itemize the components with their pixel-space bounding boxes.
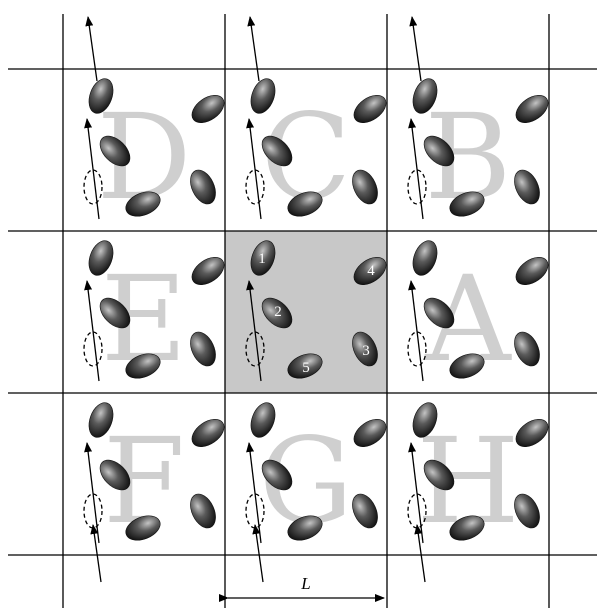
grid-lines (8, 14, 597, 608)
trajectory-arrow (409, 16, 422, 82)
particle-4 (353, 256, 387, 286)
particle-5 (449, 353, 485, 379)
trajectory-arrow (85, 16, 98, 82)
particle-4 (191, 94, 225, 124)
particle-1 (412, 78, 438, 114)
particle-3 (352, 331, 378, 367)
trajectory-arrow (246, 280, 262, 382)
cell-image (407, 240, 549, 382)
particle-2 (99, 297, 131, 329)
particle-4 (515, 94, 549, 124)
particle-3 (352, 169, 378, 205)
ghost-particle-outline (407, 169, 427, 205)
particle-1 (250, 240, 276, 276)
particle-4 (515, 256, 549, 286)
particle-3 (514, 169, 540, 205)
cell-image (83, 240, 225, 382)
particle-4 (353, 94, 387, 124)
box-length-dimension: L (219, 574, 385, 602)
particle-1 (412, 402, 438, 438)
ghost-particle-outline (83, 331, 103, 367)
dimension-label-l: L (300, 574, 310, 593)
trajectory-arrow (246, 118, 262, 220)
ghost-particle-outline (245, 331, 265, 367)
particle-label-5: 5 (302, 360, 310, 376)
particle-4 (191, 256, 225, 286)
cell-image (245, 240, 387, 382)
particle-2 (99, 459, 131, 491)
trajectory-arrow (408, 280, 424, 382)
particle-3 (514, 331, 540, 367)
particle-2 (423, 135, 455, 167)
particle-5 (287, 191, 323, 217)
ghost-particle-outline (407, 493, 427, 529)
particle-images (83, 16, 549, 583)
particle-3 (190, 331, 216, 367)
particle-1 (250, 402, 276, 438)
ghost-particle-outline (83, 493, 103, 529)
particle-2 (261, 297, 293, 329)
ghost-particle-outline (245, 493, 265, 529)
cell-image (407, 16, 549, 220)
trajectory-arrow (414, 524, 426, 583)
particle-3 (514, 493, 540, 529)
trajectory-arrow (247, 16, 260, 82)
particle-label-3: 3 (362, 343, 370, 359)
particle-5 (449, 515, 485, 541)
particle-5 (125, 353, 161, 379)
particle-4 (515, 418, 549, 448)
cell-image (245, 402, 387, 544)
particle-1 (250, 78, 276, 114)
cell-image (83, 402, 225, 544)
trajectory-arrow (252, 524, 264, 583)
ghost-particle-outline (407, 331, 427, 367)
particle-4 (191, 418, 225, 448)
trajectory-arrow (84, 280, 100, 382)
particle-2 (99, 135, 131, 167)
particle-2 (423, 297, 455, 329)
trajectory-arrow (90, 524, 102, 583)
particle-2 (261, 459, 293, 491)
particle-label-1: 1 (258, 251, 266, 267)
particle-3 (352, 493, 378, 529)
particle-labels: 1 2 3 4 5 (258, 251, 375, 376)
particle-5 (287, 353, 323, 379)
particle-1 (412, 240, 438, 276)
particle-label-2: 2 (274, 304, 282, 320)
particle-1 (88, 78, 114, 114)
particle-5 (125, 191, 161, 217)
particle-label-4: 4 (367, 263, 375, 279)
particle-1 (88, 240, 114, 276)
particle-1 (88, 402, 114, 438)
particle-5 (287, 515, 323, 541)
particle-4 (353, 418, 387, 448)
particle-3 (190, 169, 216, 205)
particle-2 (423, 459, 455, 491)
particle-3 (190, 493, 216, 529)
cell-image (83, 16, 225, 220)
trajectory-arrow (84, 118, 100, 220)
trajectory-arrow (408, 118, 424, 220)
particle-5 (125, 515, 161, 541)
particle-2 (261, 135, 293, 167)
ghost-particle-outline (83, 169, 103, 205)
particle-5 (449, 191, 485, 217)
cell-image (245, 16, 387, 220)
ghost-particle-outline (245, 169, 265, 205)
